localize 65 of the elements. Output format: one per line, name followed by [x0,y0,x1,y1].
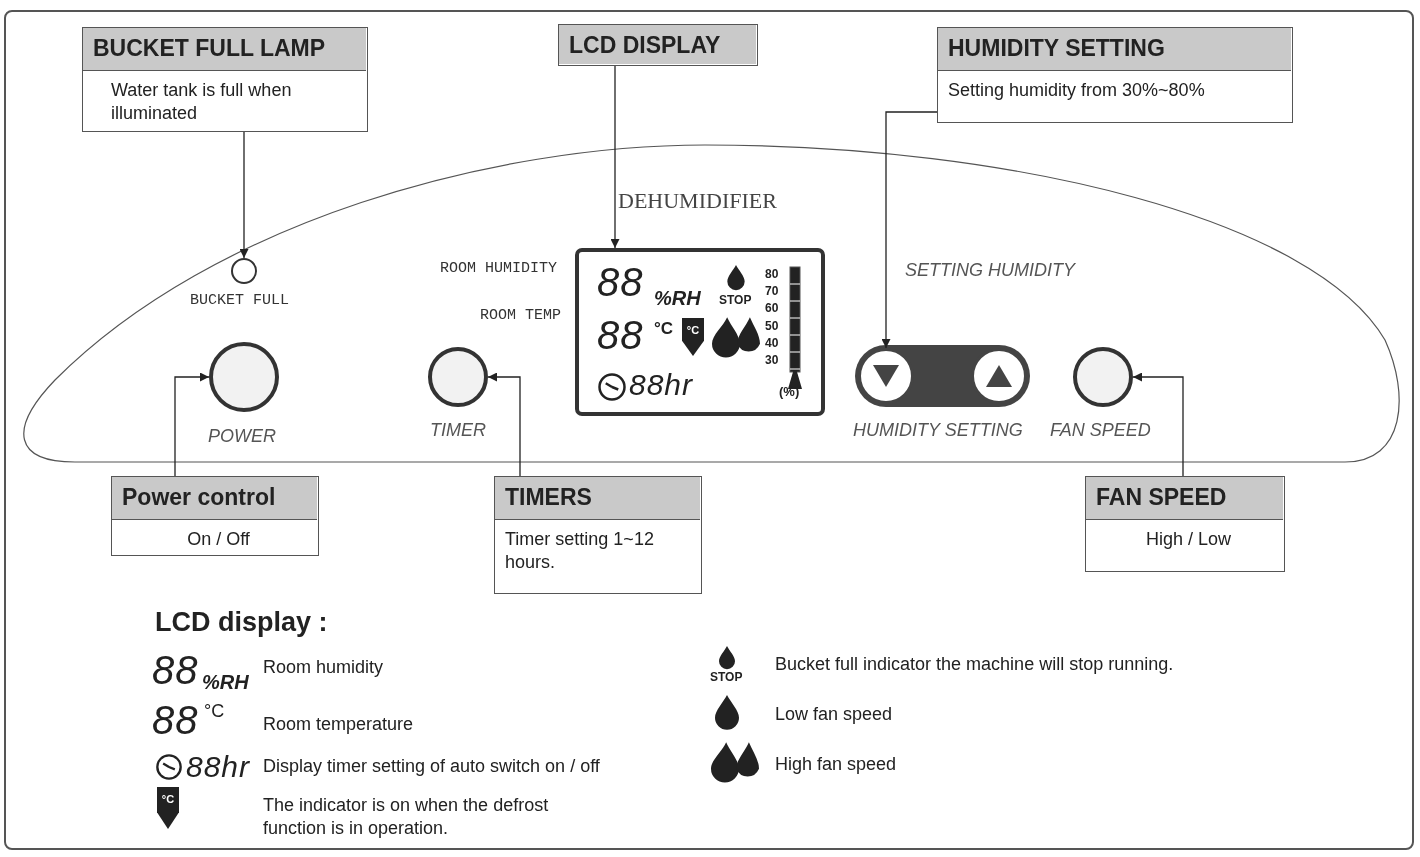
callout-heading: HUMIDITY SETTING [938,28,1291,71]
callout-heading: TIMERS [495,477,700,520]
legend-text: Room humidity [263,656,384,679]
callout-heading: BUCKET FULL LAMP [83,28,366,71]
indicator-lamp [231,258,257,284]
callout-box [494,476,702,594]
defrost-indicator: °C [682,318,704,356]
callout-box [111,476,319,556]
legend-text: Display timer setting of auto switch on / off [263,755,600,778]
arrow [881,111,938,349]
segment-digits: 88hr [629,370,694,400]
legend-text: Bucket full indicator the machine will stop running. [775,653,1174,676]
lcd-screen [575,248,825,416]
fan-speed-button [1073,347,1133,407]
segment-digits: 88 [152,700,199,740]
scale-number: 80 [765,268,779,280]
legend-text: High fan speed [775,753,897,776]
section-heading: LCD display : [155,606,328,639]
callout-box [937,27,1293,123]
callout-heading: Power control [112,477,317,520]
callout-text: On / Off [186,528,251,551]
panel-label: BUCKET FULL [190,292,290,309]
segment-digits: 88hr [186,752,251,782]
arrow [239,131,249,259]
unit-text: %RH [202,672,249,692]
callout-text: High / Low [1144,528,1232,551]
timer-button [428,347,488,407]
scale-number: 70 [765,285,779,298]
defrost-indicator: °C [157,787,179,829]
panel-label: ROOM HUMIDITY [440,260,558,277]
button-label: HUMIDITY SETTING [853,420,1023,441]
button-label: SETTING HUMIDITY [905,260,1075,281]
callout-text: Timer setting 1~12 hours. [504,528,655,574]
callout-text: Setting humidity from 30%~80% [947,79,1206,102]
arrow [1132,372,1184,477]
up-button [971,348,1027,404]
callout-box [82,27,368,132]
legend-text: The indicator is on when the defrost function is in operation. [263,794,550,841]
segment-digits: 88 [152,650,199,690]
down-button [858,348,914,404]
scale-number: 30 [765,354,779,366]
legend-text: Room temperature [263,713,414,736]
legend-text: Low fan speed [775,703,893,726]
panel-title: DEHUMIDIFIER [618,188,777,214]
callout-box [1085,476,1285,572]
callout-text: Water tank is full when illuminated [110,79,293,125]
segment-digits: 88 [597,315,644,355]
unit-text: %RH [654,288,701,308]
callout-heading: LCD DISPLAY [559,25,756,64]
panel-label: ROOM TEMP [480,307,561,324]
stop-label: STOP [719,294,752,306]
arrow [487,372,521,477]
scale-number: 40 [765,336,779,349]
stop-label: STOP [710,671,743,683]
arrow [610,65,620,249]
segment-digits: 88 [597,262,644,302]
button-label: POWER [208,426,276,447]
scale-number: 50 [765,319,779,332]
unit-text: °C [654,320,674,337]
button-label: FAN SPEED [1050,420,1151,441]
scale-number: 60 [765,302,779,315]
arrow [174,372,210,477]
unit-text: °C [204,700,225,723]
callout-heading: FAN SPEED [1086,477,1283,520]
button-label: TIMER [430,420,486,441]
